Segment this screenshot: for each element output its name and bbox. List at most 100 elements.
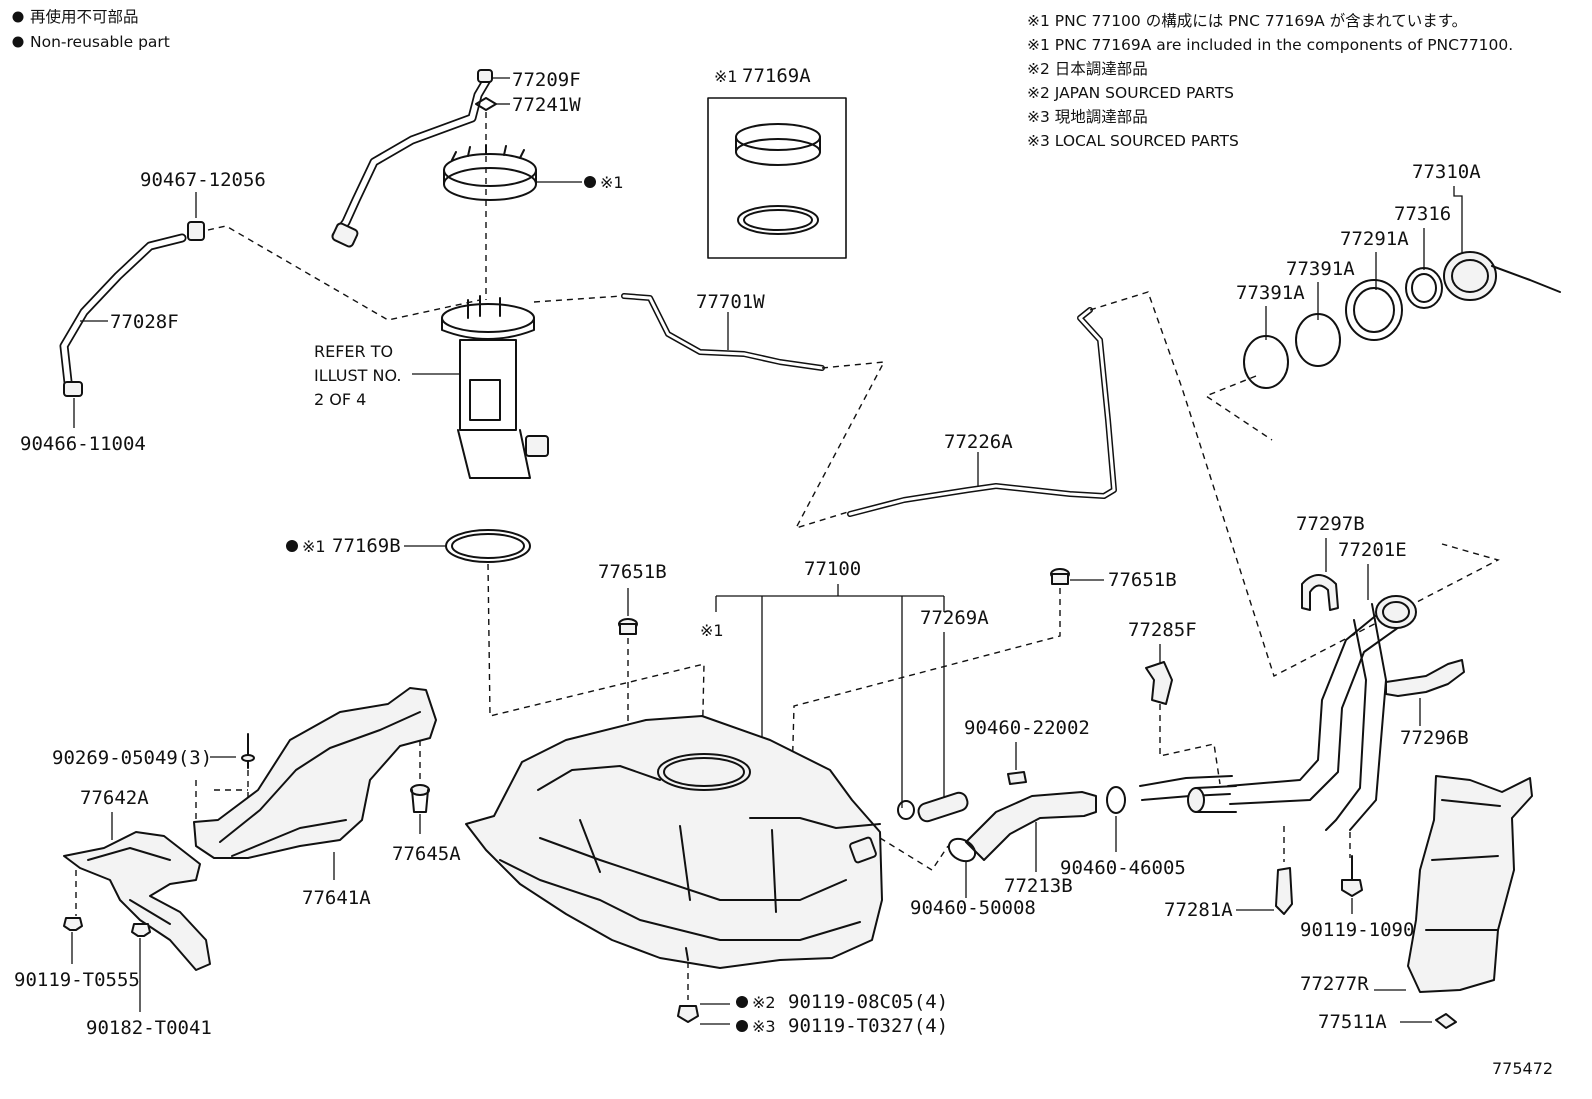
label-77100: 77100 <box>804 558 861 580</box>
note-line: ※1 PNC 77169A are included in the compon… <box>1027 36 1513 54</box>
seal-77391A <box>1243 335 1289 389</box>
nut-90119-T0555 <box>63 917 83 931</box>
cap-77651B-b <box>1050 568 1070 585</box>
mark-star3: ※3 <box>752 1017 776 1036</box>
mark-star1-small: ※1 <box>700 621 724 640</box>
label-90467-12056: 90467-12056 <box>140 169 266 191</box>
cap-77651B <box>618 618 638 635</box>
note-line: ※2 日本調達部品 <box>1027 60 1148 78</box>
non-reusable-dot-icon <box>12 11 24 23</box>
label-77209F: 77209F <box>512 69 581 91</box>
clamp-90460-46005 <box>1106 786 1126 814</box>
non-reusable-dot-icon <box>736 1020 748 1032</box>
legend-en: Non-reusable part <box>30 33 170 51</box>
clip-90466 <box>63 381 83 397</box>
label-90460-50008: 90460-50008 <box>910 897 1036 919</box>
note-line: ※3 現地調達部品 <box>1027 108 1148 126</box>
heat-insulator-77642A <box>63 831 211 971</box>
bracket-77281A <box>1275 867 1293 915</box>
filler-pipe-77201E <box>1227 595 1417 831</box>
gasket-77316 <box>1405 267 1443 309</box>
label-90119-08C05: 90119-08C05(4) <box>788 991 948 1013</box>
label-77213B: 77213B <box>1004 875 1073 897</box>
label-77651B-b: 77651B <box>1108 569 1177 591</box>
clip-90467 <box>187 221 205 241</box>
fuel-pump-module <box>441 295 549 479</box>
notes-block: ※1 PNC 77100 の構成には PNC 77169A が含まれています。 … <box>1027 12 1513 150</box>
label-77169B: 77169B <box>332 535 401 557</box>
label-77391A-b: 77391A <box>1236 282 1305 304</box>
fuel-cap-77310A <box>1443 251 1561 301</box>
note-line: ※3 LOCAL SOURCED PARTS <box>1027 132 1239 150</box>
label-77285F: 77285F <box>1128 619 1197 641</box>
label-90466-11004: 90466-11004 <box>20 433 146 455</box>
label-77310A: 77310A <box>1412 161 1481 183</box>
note-line: ※2 JAPAN SOURCED PARTS <box>1027 84 1234 102</box>
non-reusable-dot-icon <box>736 996 748 1008</box>
non-reusable-dot-icon <box>286 540 298 552</box>
label-77316: 77316 <box>1394 203 1451 225</box>
hose-77701W <box>621 293 825 371</box>
nut-90182-T0041 <box>131 923 151 937</box>
label-90269-05049: 90269-05049(3) <box>52 747 212 769</box>
kit-box-77169A <box>707 97 847 259</box>
mark-star1: ※1 <box>600 173 624 192</box>
tube-77226A <box>847 307 1117 517</box>
note-line: ※1 PNC 77100 の構成には PNC 77169A が含まれています。 <box>1027 12 1467 30</box>
hose-77028F <box>59 233 187 387</box>
gasket-77169B <box>445 529 531 563</box>
clip-77511A <box>1435 1013 1457 1029</box>
refer-line: REFER TO <box>314 342 393 361</box>
inlet-ring-77291A <box>1345 279 1403 341</box>
label-77297B: 77297B <box>1296 513 1365 535</box>
label-77651B-a: 77651B <box>598 561 667 583</box>
label-77226A: 77226A <box>944 431 1013 453</box>
hose-77269A <box>917 791 969 823</box>
breather-tube <box>1139 775 1237 813</box>
label-77641A: 77641A <box>302 887 371 909</box>
label-90460-22002: 90460-22002 <box>964 717 1090 739</box>
non-reusable-dot-icon <box>584 176 596 188</box>
breather-hose-77209F <box>331 69 493 248</box>
label-77241W: 77241W <box>512 94 581 116</box>
label-77201E: 77201E <box>1338 539 1407 561</box>
retainer-ring <box>443 144 537 201</box>
label-77701W: 77701W <box>696 291 765 313</box>
bracket-77296B <box>1385 659 1465 697</box>
label-90460-46005: 90460-46005 <box>1060 857 1186 879</box>
label-77169A: 77169A <box>742 65 811 87</box>
clamp-77297B <box>1301 574 1339 611</box>
label-77296B: 77296B <box>1400 727 1469 749</box>
label-77391A-a: 77391A <box>1286 258 1355 280</box>
protector-77277R <box>1407 775 1533 993</box>
mark-star1: ※1 <box>302 537 326 556</box>
heat-insulator-77641A <box>193 687 437 859</box>
bracket-77285F <box>1145 661 1173 705</box>
clip-77645A <box>410 784 430 813</box>
label-77511A: 77511A <box>1318 1011 1387 1033</box>
illustration-id: 775472 <box>1492 1059 1553 1078</box>
bolt-90119 <box>677 1005 699 1023</box>
legend: 再使用不可部品 Non-reusable part <box>12 8 170 51</box>
mark-star1-small: ※1 <box>714 67 738 86</box>
refer-line: ILLUST NO. <box>314 366 401 385</box>
label-77028F: 77028F <box>110 311 179 333</box>
label-77281A: 77281A <box>1164 899 1233 921</box>
label-77291A: 77291A <box>1340 228 1409 250</box>
fuel-tank-77100 <box>465 715 883 969</box>
legend-jp: 再使用不可部品 <box>30 8 139 26</box>
label-77645A: 77645A <box>392 843 461 865</box>
label-90182-T0041: 90182-T0041 <box>86 1017 212 1039</box>
clamp-90460 <box>897 800 915 820</box>
non-reusable-dot-icon <box>12 36 24 48</box>
clamp-90460-22002 <box>1007 771 1027 785</box>
mark-star2: ※2 <box>752 993 776 1012</box>
clamp-90460-50008 <box>947 837 977 863</box>
label-90119-T0555: 90119-T0555 <box>14 969 140 991</box>
bolt-90119-10909 <box>1341 855 1363 897</box>
hose-77213B <box>965 791 1097 861</box>
label-77277R: 77277R <box>1300 973 1369 995</box>
label-77642A: 77642A <box>80 787 149 809</box>
label-90119-10909: 90119-10909 <box>1300 919 1426 941</box>
